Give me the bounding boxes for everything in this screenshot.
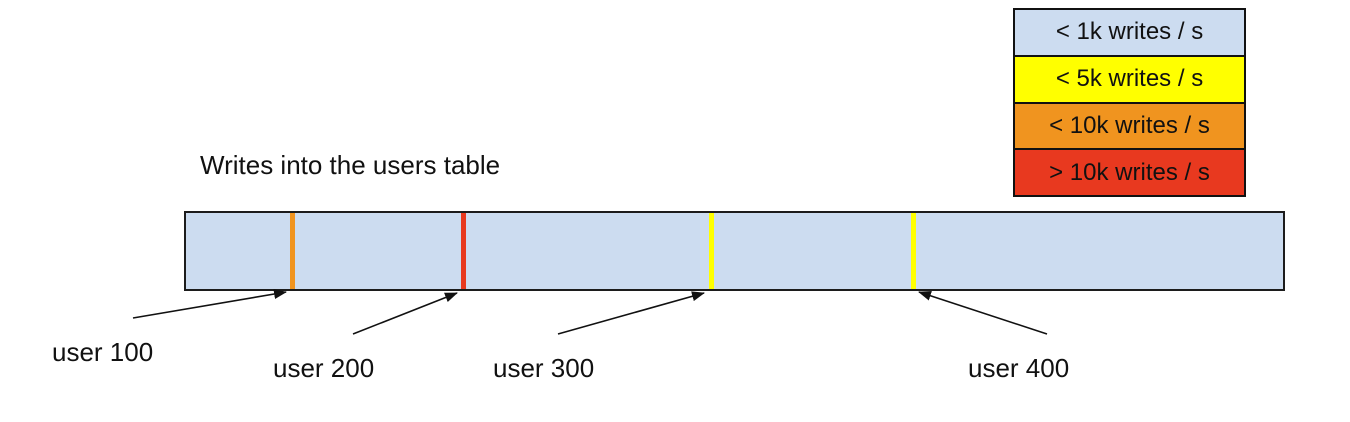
pointer-arrow [352,292,458,335]
user-write-stripe [709,213,714,289]
user-label: user 100 [52,337,154,367]
legend-item-lt-10k: < 10k writes / s [1015,101,1244,149]
legend-item-lt-1k: < 1k writes / s [1015,10,1244,55]
pointer-arrow [557,291,705,335]
user-label: user 400 [968,353,1070,383]
user-write-stripe [290,213,295,289]
user-write-stripe [911,213,916,289]
legend-item-lt-5k: < 5k writes / s [1015,54,1244,102]
legend-item-gt-10k: > 10k writes / s [1015,148,1244,195]
user-write-stripe [461,213,466,289]
user-label: user 300 [493,353,595,383]
legend: < 1k writes / s < 5k writes / s < 10k wr… [1013,8,1246,197]
pointer-arrow [918,290,1048,335]
pointer-arrow [132,289,287,319]
diagram-title: Writes into the users table [200,150,501,180]
users-table-bar [184,211,1285,291]
user-label: user 200 [273,353,375,383]
